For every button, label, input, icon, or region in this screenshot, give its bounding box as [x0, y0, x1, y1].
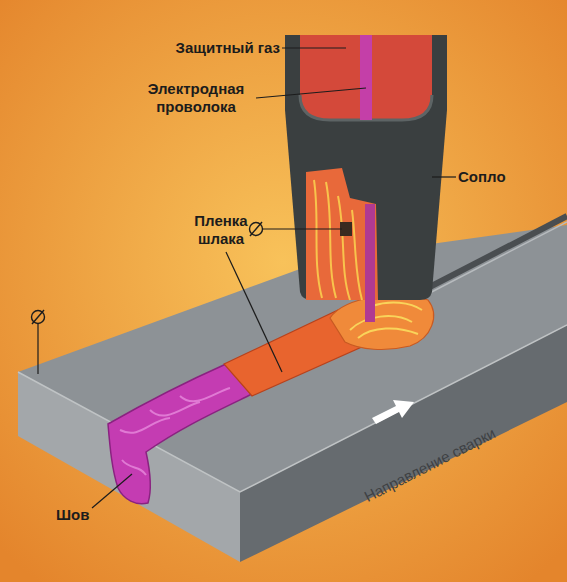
- seam-ripples: [120, 388, 230, 475]
- weld-groove-edge: [420, 222, 567, 298]
- terminal-symbol: [250, 223, 263, 236]
- gas-flow: [314, 180, 362, 300]
- weld-groove: [420, 216, 567, 292]
- electrode-wire: [360, 35, 372, 120]
- terminal-symbol: [32, 310, 44, 324]
- wire-line: [263, 228, 342, 229]
- part-label: Сопло: [458, 168, 538, 186]
- terminal-symbol: [32, 311, 45, 324]
- wire-line: [37, 324, 38, 374]
- weld-seam: [108, 364, 252, 504]
- direction-arrow: [372, 400, 414, 424]
- leader-line: [432, 176, 456, 177]
- leader-line: [282, 47, 346, 48]
- part-label: Защитный газ: [140, 39, 280, 57]
- pool-swirl: [350, 303, 422, 338]
- electrode-wire-cut: [365, 204, 375, 322]
- part-label: Шов: [56, 506, 106, 524]
- terminal-symbol: [250, 222, 262, 236]
- part-label: Пленка шлака: [176, 212, 266, 248]
- leader-line: [226, 252, 282, 372]
- leader-line: [92, 474, 132, 508]
- weld-pool: [330, 295, 434, 349]
- leader-line: [256, 88, 366, 98]
- part-label: Электродная проволока: [136, 80, 256, 116]
